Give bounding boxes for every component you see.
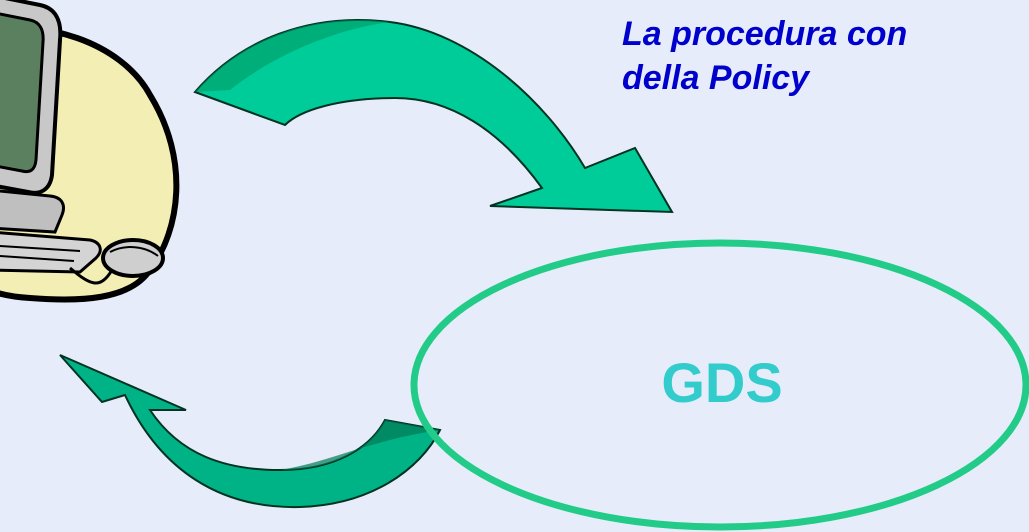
caption-text: La procedura con della Policy: [622, 12, 1029, 100]
curved-arrow-up-left-icon: [59, 354, 442, 509]
caption-line-1: La procedura con: [622, 15, 908, 53]
keyboard: [0, 231, 102, 274]
caption-line-2: della Policy: [622, 59, 810, 97]
mouse: [101, 238, 165, 278]
computer-clipart-icon: [0, 0, 180, 303]
computer-base-unit: [0, 189, 65, 234]
curved-arrow-down-right-icon: [193, 18, 674, 214]
bottom-arrow-shade: [280, 420, 440, 470]
gds-node: GDS: [410, 239, 1029, 531]
top-arrow-shade: [195, 19, 390, 92]
gds-label: GDS: [661, 351, 782, 414]
gds-ellipse: [410, 239, 1029, 531]
monitor-screen: [0, 12, 45, 174]
